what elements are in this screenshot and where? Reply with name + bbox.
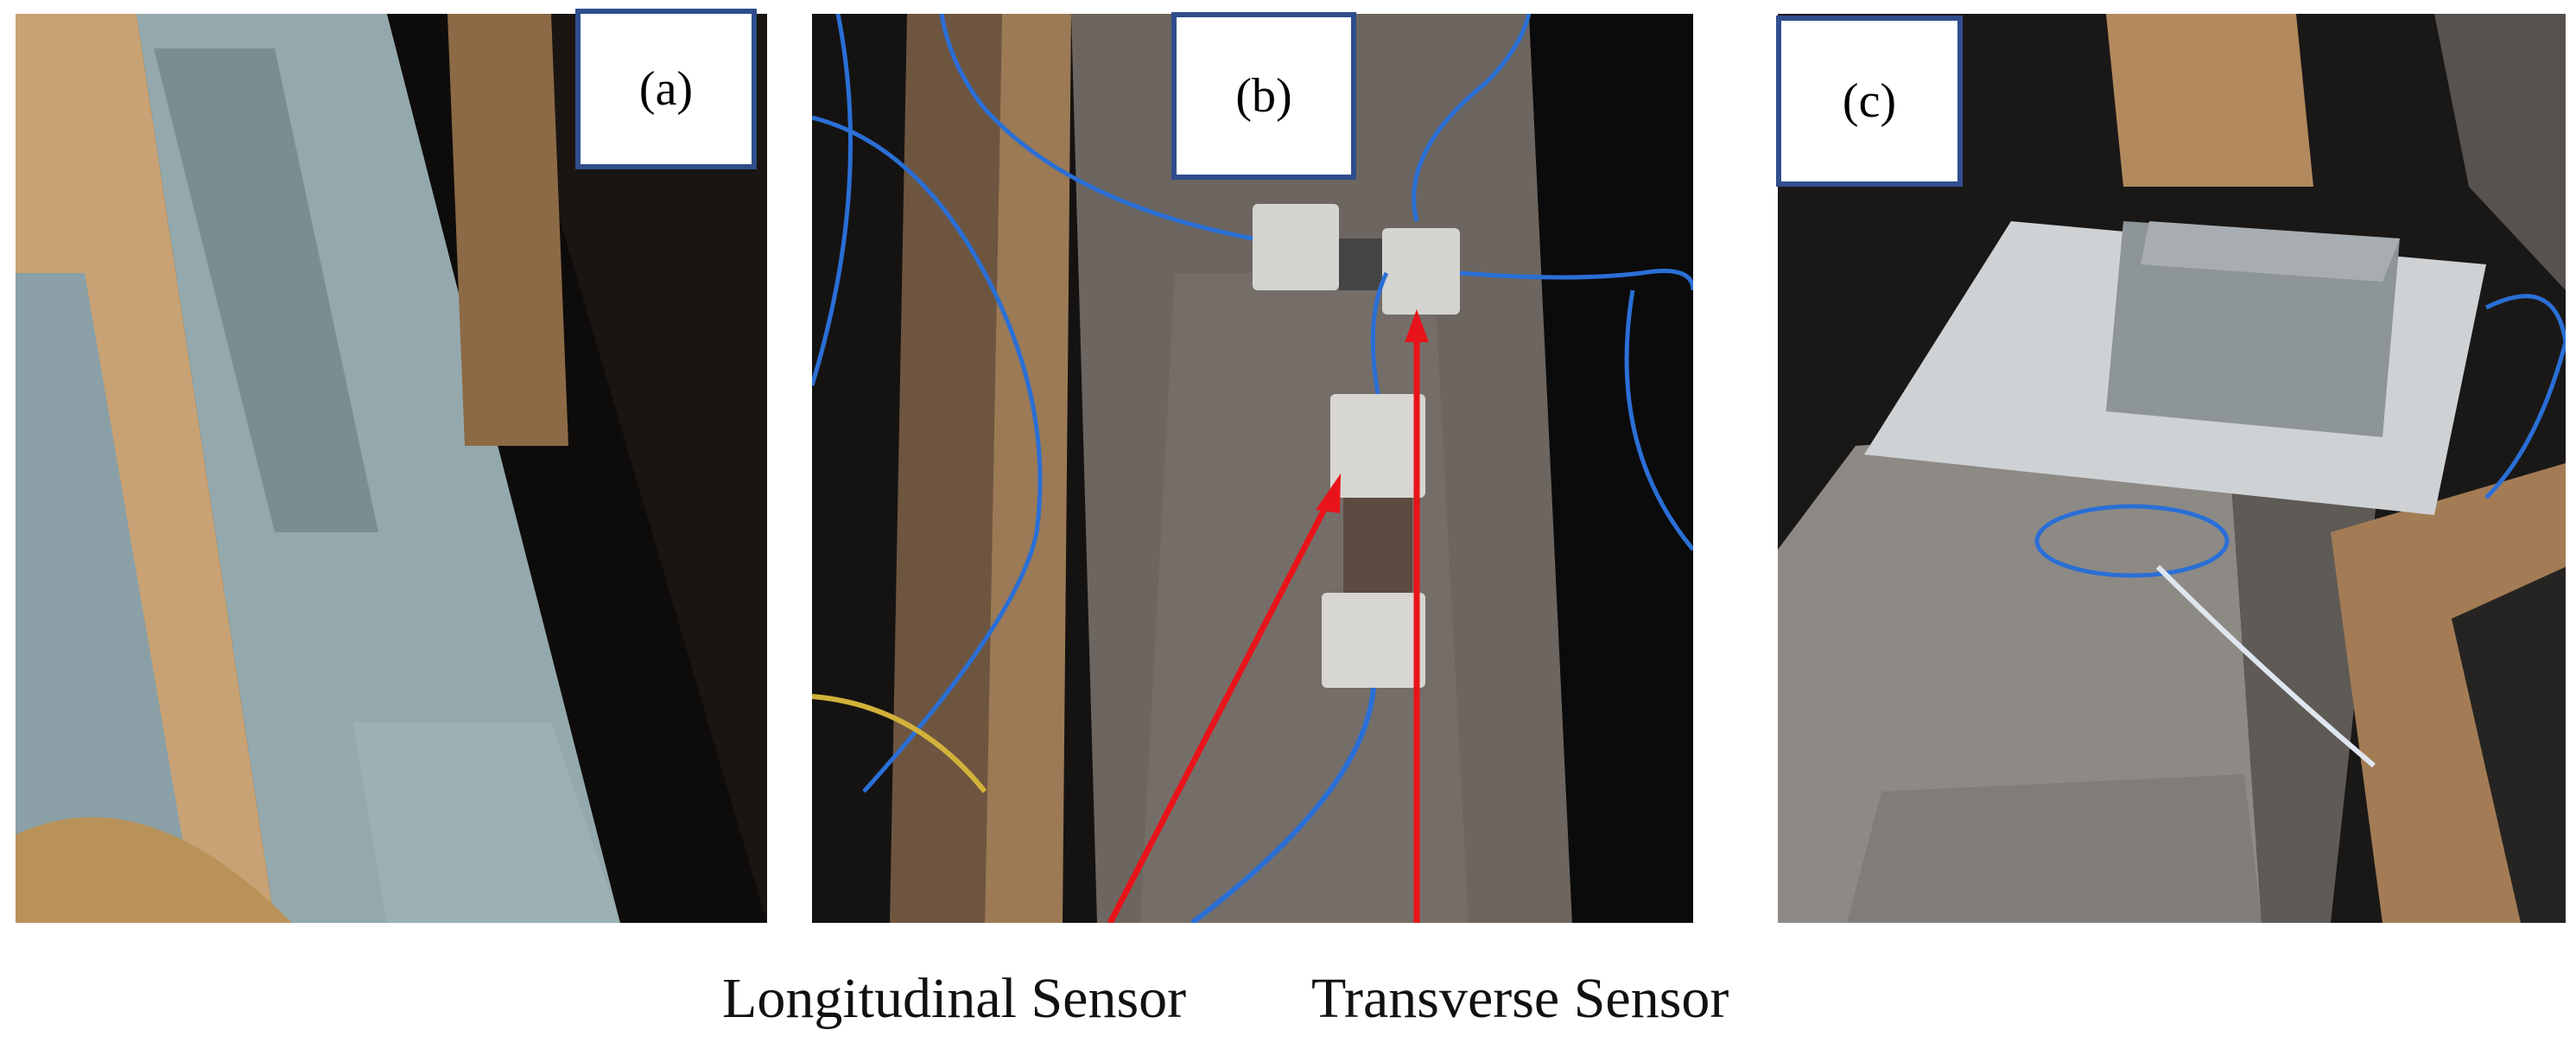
panel-label-a: (a) [575, 9, 757, 169]
panel-label-c: (c) [1776, 16, 1963, 187]
sensor-installation-photo [812, 14, 1693, 923]
photo-panel-b [812, 14, 1693, 923]
transverse-sensor-caption: Transverse Sensor [1311, 967, 1729, 1030]
longitudinal-arrow [1107, 496, 1334, 923]
longitudinal-sensor-caption: Longitudinal Sensor [722, 967, 1187, 1030]
panel-label-b: (b) [1171, 12, 1356, 180]
